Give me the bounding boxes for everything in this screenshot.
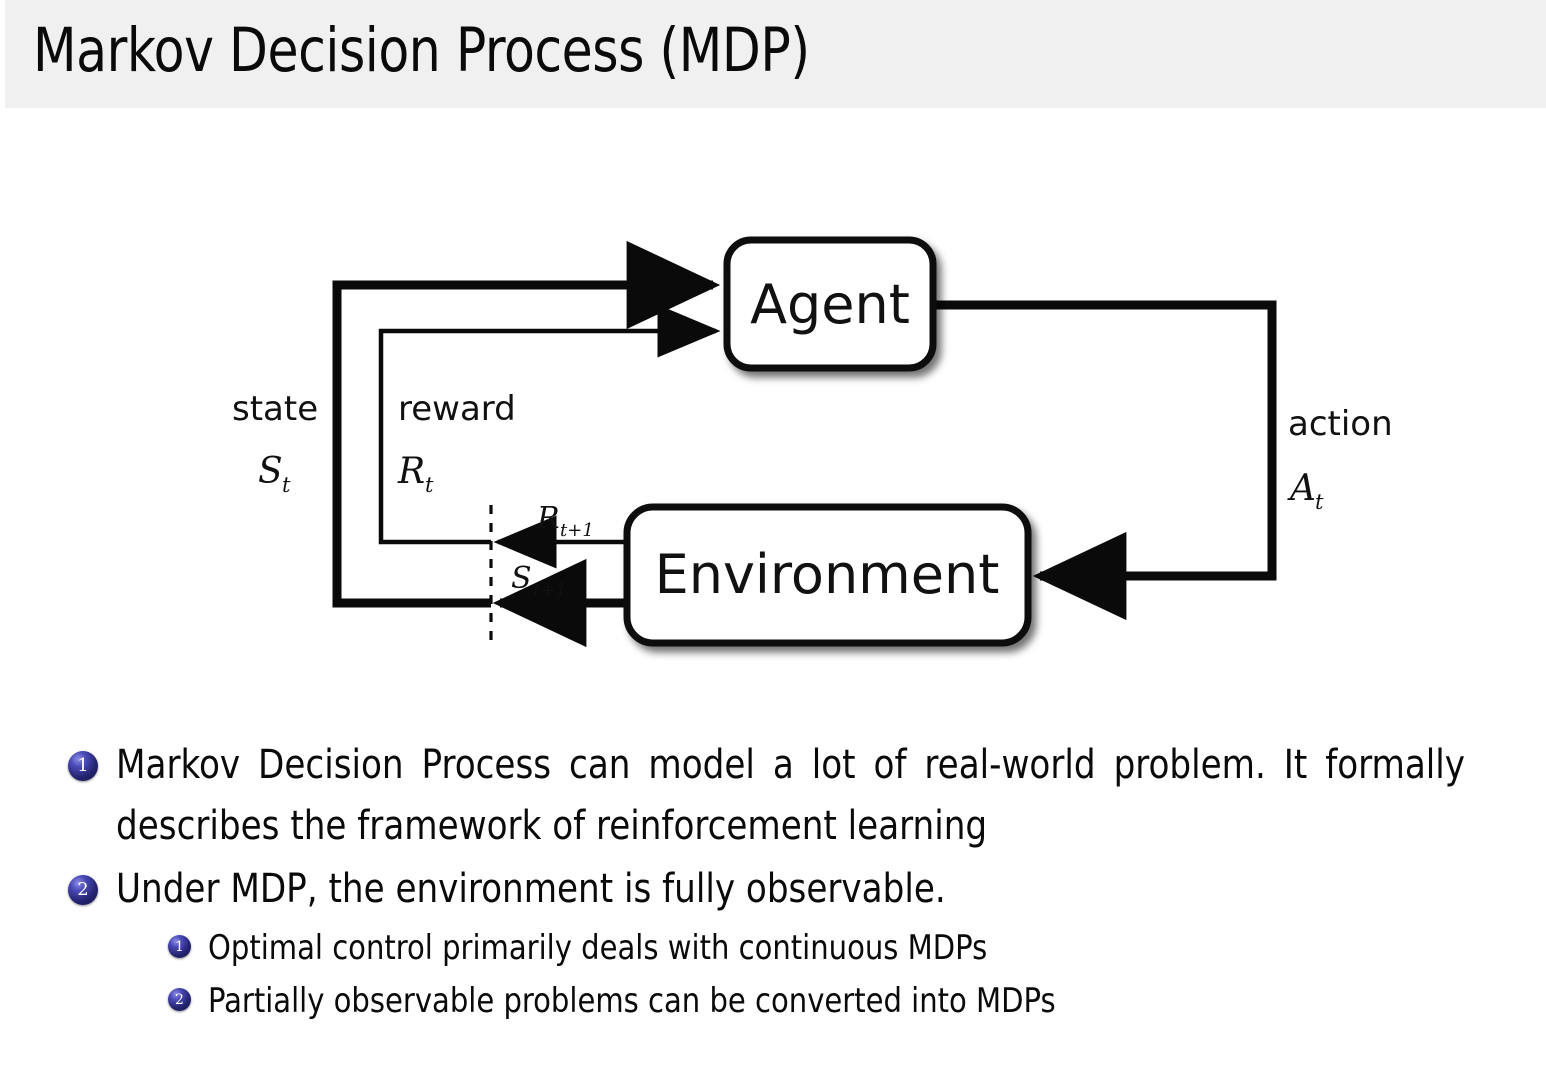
label-action: action A t <box>1287 404 1393 514</box>
list-item: 2 Partially observable problems can be c… <box>0 975 1546 1028</box>
bullet-marker-number: 2 <box>77 879 89 900</box>
bullet-marker-number: 1 <box>175 939 184 955</box>
agent-environment-diagram-svg: Agent Environment state S t reward R t <box>232 236 1393 648</box>
next-reward-symbol-label: R <box>536 501 560 536</box>
environment-label: Environment <box>655 543 1000 606</box>
state-word-label: state <box>232 389 318 429</box>
edge-action-loop <box>933 300 1277 621</box>
bullet-text: Optimal control primarily deals with con… <box>208 928 988 968</box>
reward-word-label: reward <box>398 389 516 429</box>
state-symbol-label: S <box>258 451 283 492</box>
bullet-text: Markov Decision Process can model a lot … <box>116 742 1465 849</box>
bullet-marker-1: 1 <box>68 751 98 781</box>
action-word-label: action <box>1288 404 1393 444</box>
page-title: Markov Decision Process (MDP) <box>33 15 810 86</box>
list-item: 2 Under MDP, the environment is fully ob… <box>0 859 1546 920</box>
state-subscript-label: t <box>282 473 291 497</box>
list-item: 1 Optimal control primarily deals with c… <box>0 922 1546 975</box>
bullet-marker-2: 2 <box>68 875 98 905</box>
mdp-loop-diagram: Agent Environment state S t reward R t <box>0 140 1546 700</box>
bullet-marker-number: 1 <box>77 755 89 776</box>
node-agent: Agent <box>723 236 937 372</box>
sub-bullet-marker-1: 1 <box>168 935 191 958</box>
next-state-subscript-label: t+1 <box>533 580 567 601</box>
label-next-reward: R t+1 <box>536 501 594 541</box>
edge-state-loop <box>332 240 721 608</box>
reward-symbol-label: R <box>397 451 425 492</box>
bullet-text: Partially observable problems can be con… <box>208 981 1056 1021</box>
node-environment: Environment <box>623 503 1032 647</box>
label-state: state S t <box>232 389 318 497</box>
reward-subscript-label: t <box>425 473 434 497</box>
bullet-text: Under MDP, the environment is fully obse… <box>116 866 946 912</box>
agent-label: Agent <box>750 273 910 336</box>
edge-reward-loop <box>378 304 721 545</box>
action-subscript-label: t <box>1315 490 1324 514</box>
bullet-marker-number: 2 <box>175 992 184 1008</box>
next-state-symbol-label: S <box>511 561 532 596</box>
label-next-state: S t+1 <box>511 561 567 601</box>
sub-bullet-marker-2: 2 <box>168 988 191 1011</box>
slide-title-bar: Markov Decision Process (MDP) <box>5 0 1546 108</box>
agent-box <box>723 236 937 372</box>
list-item: 1 Markov Decision Process can model a lo… <box>0 735 1546 857</box>
bullet-list: 1 Markov Decision Process can model a lo… <box>0 735 1546 1028</box>
environment-box <box>623 503 1032 647</box>
label-reward: reward R t <box>397 389 516 497</box>
action-symbol-label: A <box>1287 468 1316 509</box>
next-reward-subscript-label: t+1 <box>560 520 594 541</box>
